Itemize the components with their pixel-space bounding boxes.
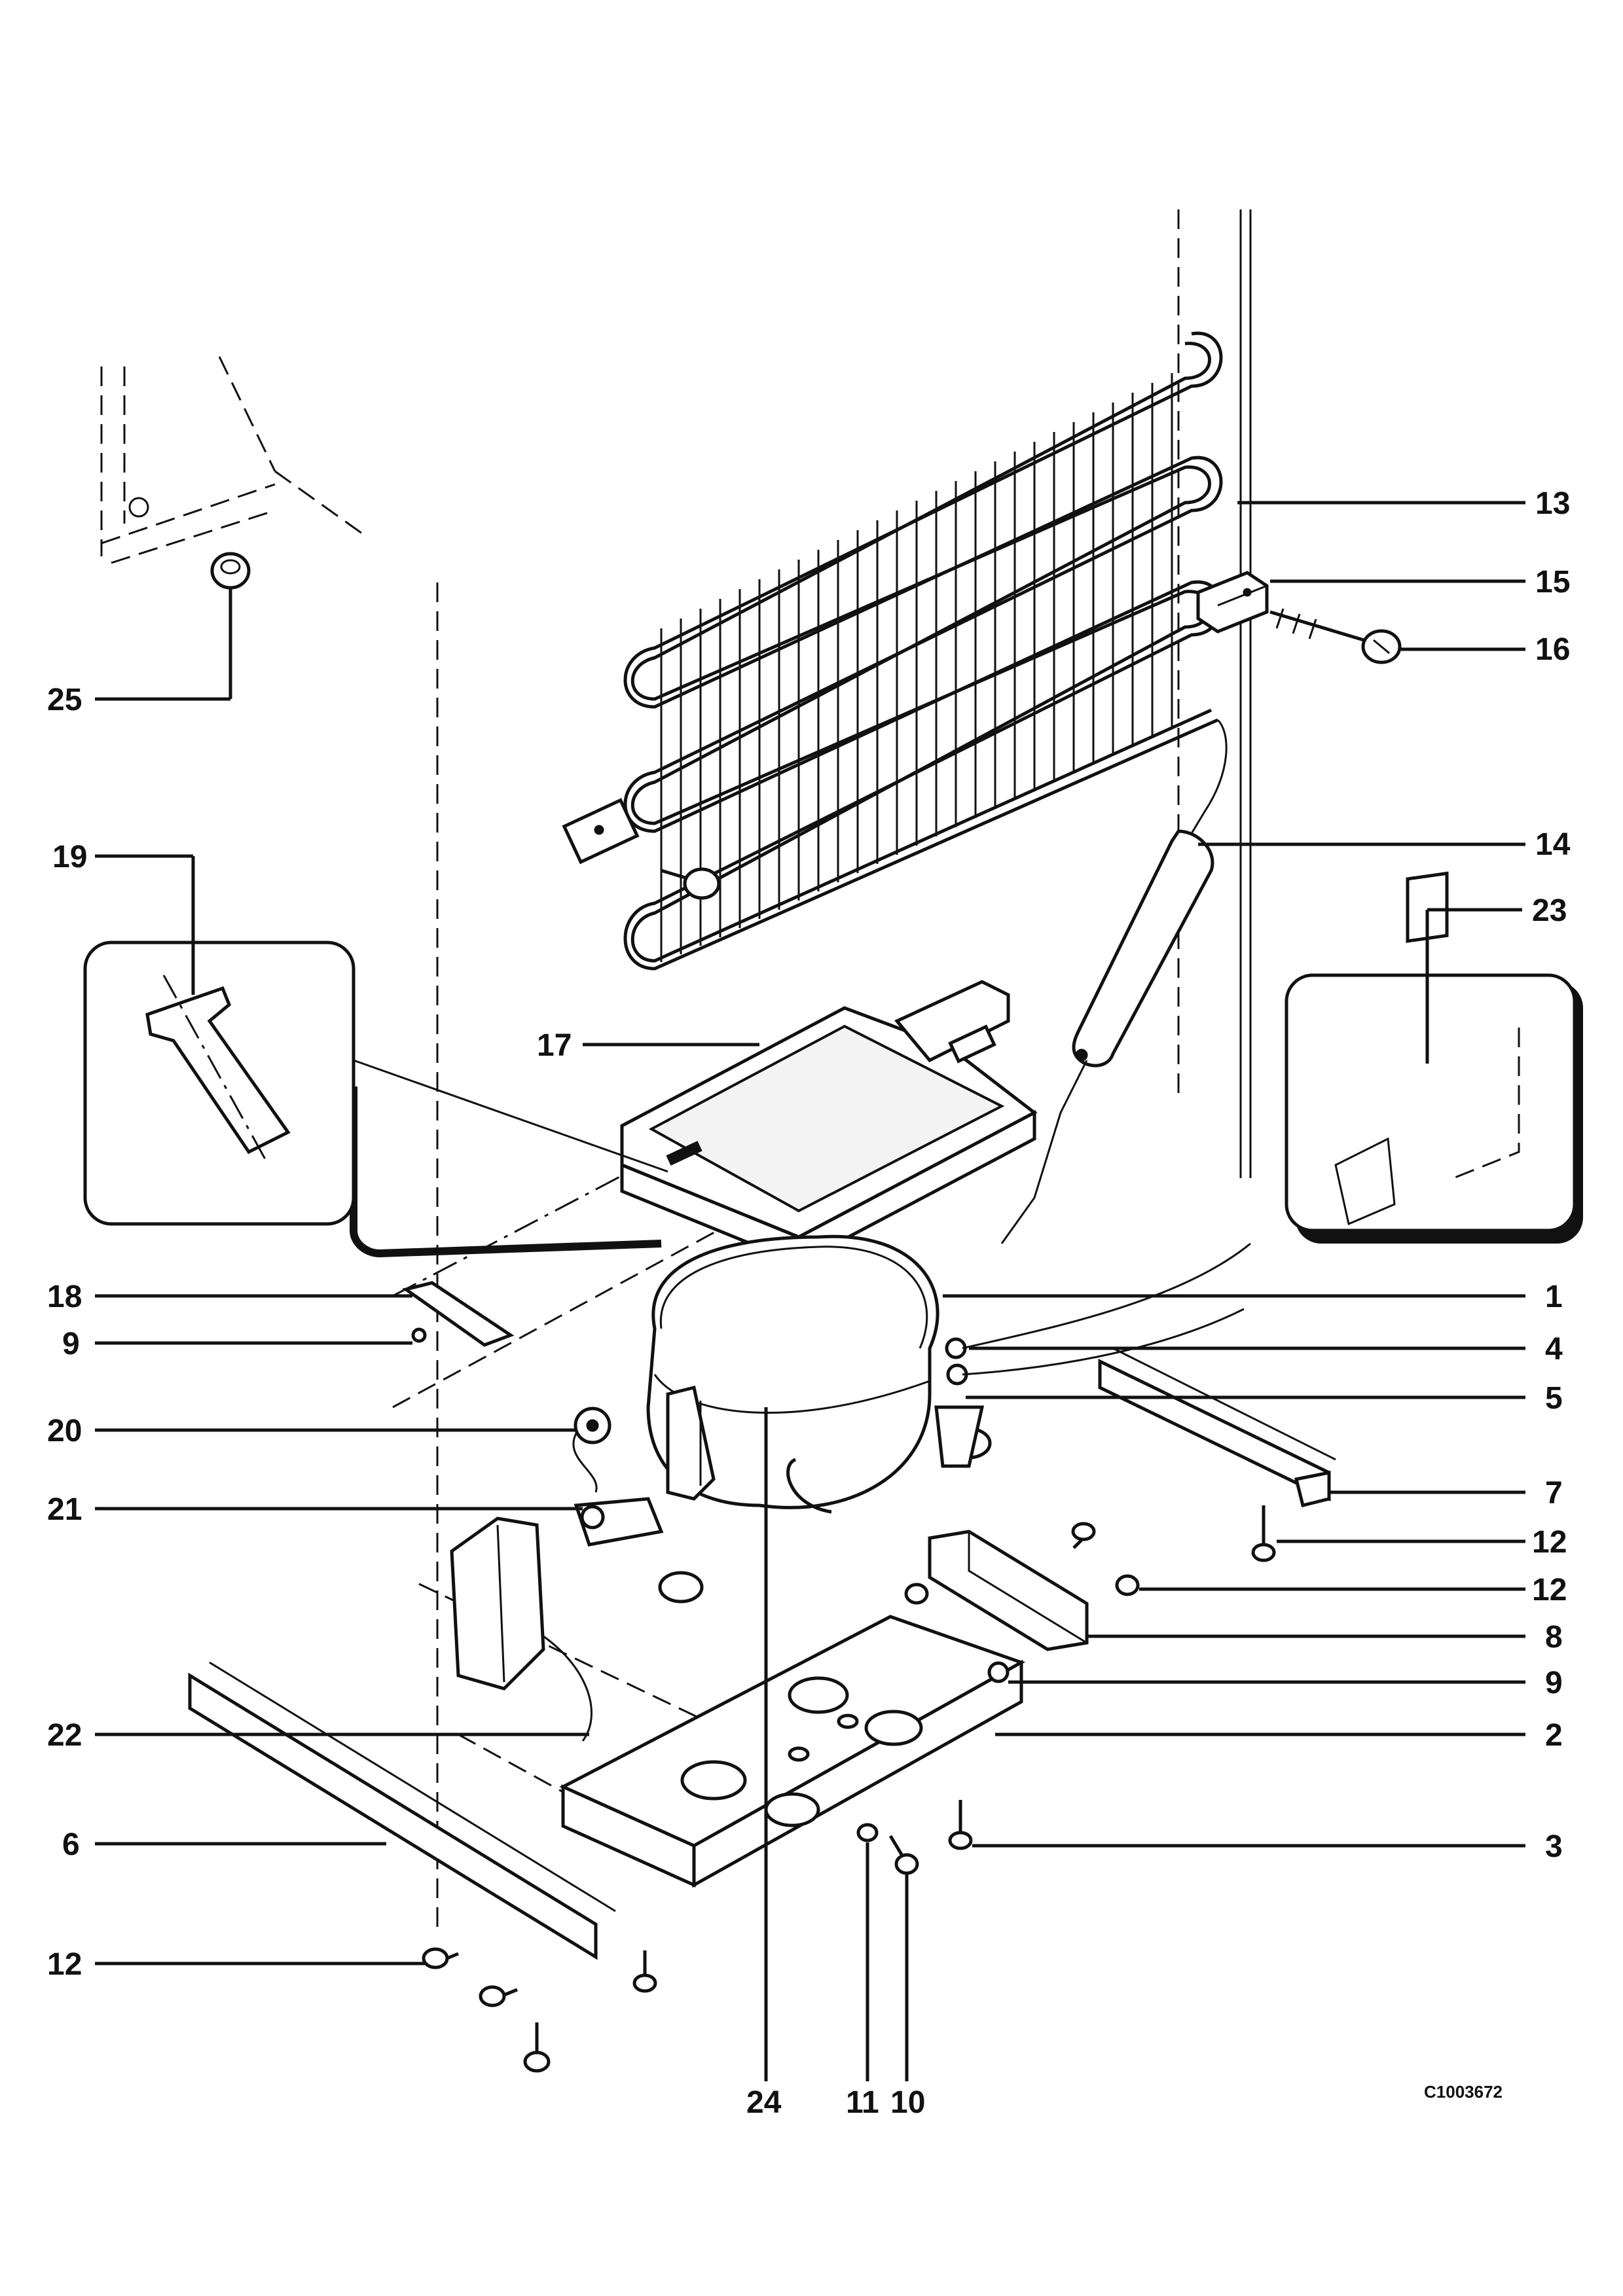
callout-12-right-top: 12 <box>1532 1525 1567 1560</box>
condenser-grid-part-13 <box>562 331 1223 971</box>
callout-20: 20 <box>47 1414 82 1448</box>
filter-drier-part-14 <box>1000 719 1228 1244</box>
callout-18: 18 <box>47 1280 82 1314</box>
callout-1: 1 <box>1545 1280 1563 1314</box>
callout-7: 7 <box>1545 1476 1563 1511</box>
corner-bracket-detail <box>100 356 367 564</box>
callout-4: 4 <box>1545 1332 1563 1367</box>
callout-9-right: 9 <box>1545 1666 1563 1700</box>
callout-labels: 13 15 16 14 23 1 4 5 7 12 12 8 9 2 3 25 … <box>47 486 1571 2120</box>
callout-3: 3 <box>1545 1829 1563 1864</box>
callout-5: 5 <box>1545 1381 1563 1416</box>
drip-tray-part-17 <box>583 980 1038 1266</box>
left-rail-part-6 <box>188 1661 616 1960</box>
terminal-cover-part-22 <box>450 1516 593 1742</box>
bracket-part-18 <box>402 1281 515 1347</box>
condenser-clip-part-15 <box>1196 571 1269 634</box>
callout-8: 8 <box>1545 1620 1563 1655</box>
overload-protector-part-21 <box>574 1497 664 1547</box>
callout-6: 6 <box>62 1827 80 1862</box>
start-relay-part-20 <box>572 1407 611 1493</box>
callout-14: 14 <box>1535 827 1571 862</box>
callout-17: 17 <box>537 1028 572 1063</box>
drawing-code: C1003672 <box>1424 2082 1503 2102</box>
callout-11: 11 <box>846 2085 879 2120</box>
callout-9-left: 9 <box>62 1327 80 1361</box>
callout-23: 23 <box>1532 893 1567 928</box>
callout-12-right-bottom: 12 <box>1532 1573 1567 1607</box>
mounting-bracket-part-8 <box>928 1530 1089 1651</box>
callout-16: 16 <box>1535 632 1570 667</box>
callout-12-left: 12 <box>47 1947 82 1982</box>
callout-10: 10 <box>890 2085 925 2120</box>
clip-detail-part-19 <box>83 854 668 1258</box>
base-plate-part-2 <box>559 1615 1026 1888</box>
callout-24: 24 <box>746 2085 782 2120</box>
callout-13: 13 <box>1535 486 1570 521</box>
compressor-part-1 <box>646 1234 1251 1604</box>
screw-part-16 <box>1269 608 1402 664</box>
rubber-plug-part-25 <box>95 552 251 701</box>
screws-and-washers <box>411 1327 1276 2073</box>
callout-2: 2 <box>1545 1718 1563 1753</box>
leader-lines <box>95 501 1525 2081</box>
callout-22: 22 <box>47 1718 82 1753</box>
callout-21: 21 <box>47 1492 82 1527</box>
rating-plate-detail-part-23 <box>1285 871 1583 1244</box>
callout-19: 19 <box>52 840 87 874</box>
right-rail-part-7 <box>1098 1347 1336 1508</box>
callout-15: 15 <box>1535 565 1570 600</box>
callout-25: 25 <box>47 683 82 717</box>
